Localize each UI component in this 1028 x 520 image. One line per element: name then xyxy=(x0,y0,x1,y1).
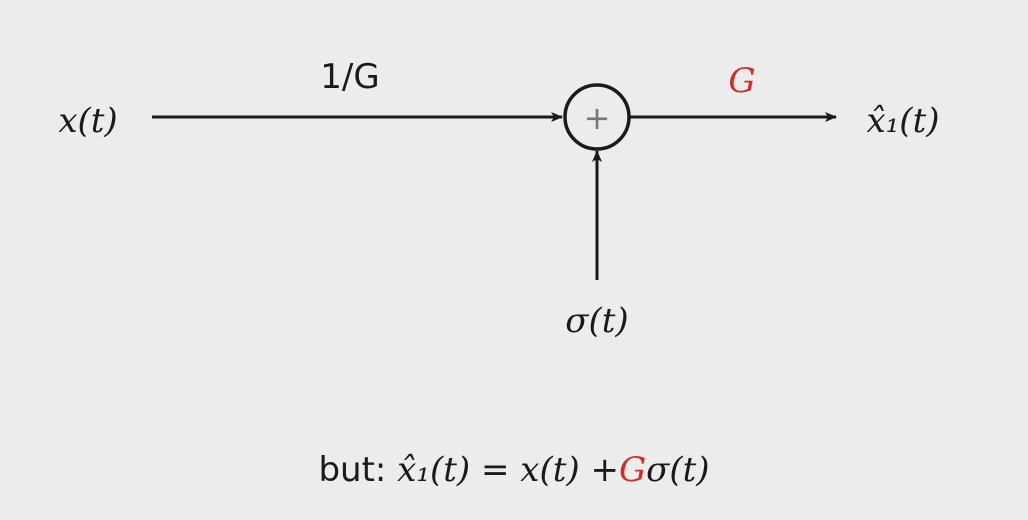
caption-term2: σ(t) xyxy=(646,450,710,490)
equation-caption: but: x̂₁(t) = x(t) +Gσ(t) xyxy=(0,450,1028,490)
noise-signal-label: σ(t) xyxy=(565,301,628,341)
block-diagram: x(t) 1/G + G x̂₁(t) σ(t) xyxy=(58,57,940,341)
input-gain-label: 1/G xyxy=(320,57,379,97)
caption-plus: + xyxy=(590,450,619,490)
caption-equals: = xyxy=(480,450,510,490)
output-signal-label: x̂₁(t) xyxy=(867,101,940,141)
input-signal-label: x(t) xyxy=(58,101,117,141)
caption-lhs: x̂₁(t) xyxy=(397,450,471,490)
summing-junction: + xyxy=(563,83,631,151)
output-gain-label: G xyxy=(728,61,755,101)
caption-prefix: but: xyxy=(318,450,387,490)
caption-gain: G xyxy=(618,450,647,490)
caption-term1: x(t) xyxy=(520,450,580,490)
sum-symbol: + xyxy=(584,99,611,137)
